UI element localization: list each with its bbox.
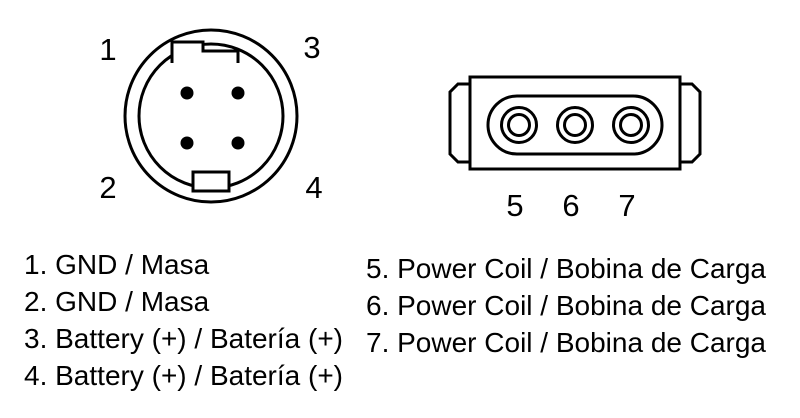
terminal-7-inner (619, 113, 643, 137)
legend-line-4: 4. Battery (+) / Batería (+) (24, 360, 344, 391)
pin-label-7: 7 (618, 188, 635, 223)
connector-inner-ring (137, 42, 285, 190)
pin-label-1: 1 (99, 32, 116, 67)
pin-label-2: 2 (99, 170, 116, 205)
coil-connector-drawing: 5 6 7 (448, 75, 702, 223)
pin-dot-3 (231, 86, 245, 100)
keyway-top-notch (170, 40, 240, 63)
pin-dot-2 (180, 136, 194, 150)
pin-label-6: 6 (562, 188, 579, 223)
terminal-5-inner (507, 113, 531, 137)
legend-line-2: 2. GND / Masa (24, 286, 210, 317)
legend-line-6: 6. Power Coil / Bobina de Carga (366, 290, 766, 321)
pin-label-3: 3 (303, 30, 320, 65)
pin-label-5: 5 (506, 188, 523, 223)
legend-line-1: 1. GND / Masa (24, 249, 210, 280)
keyway-bottom-notch (191, 170, 231, 193)
legend-left-column: 1. GND / Masa 2. GND / Masa 3. Battery (… (24, 246, 343, 394)
legend-line-3: 3. Battery (+) / Batería (+) (24, 323, 344, 354)
legend-line-5: 5. Power Coil / Bobina de Carga (366, 253, 766, 284)
pin-dot-1 (180, 86, 194, 100)
round-connector-drawing: 1 3 2 4 (99, 28, 323, 205)
legend-right-column: 5. Power Coil / Bobina de Carga 6. Power… (366, 250, 766, 361)
pin-dot-4 (231, 136, 245, 150)
pin-label-4: 4 (305, 170, 322, 205)
legend-line-7: 7. Power Coil / Bobina de Carga (366, 327, 766, 358)
terminal-6-inner (563, 113, 587, 137)
connector-drawings: 1 3 2 4 5 6 7 (99, 28, 702, 223)
